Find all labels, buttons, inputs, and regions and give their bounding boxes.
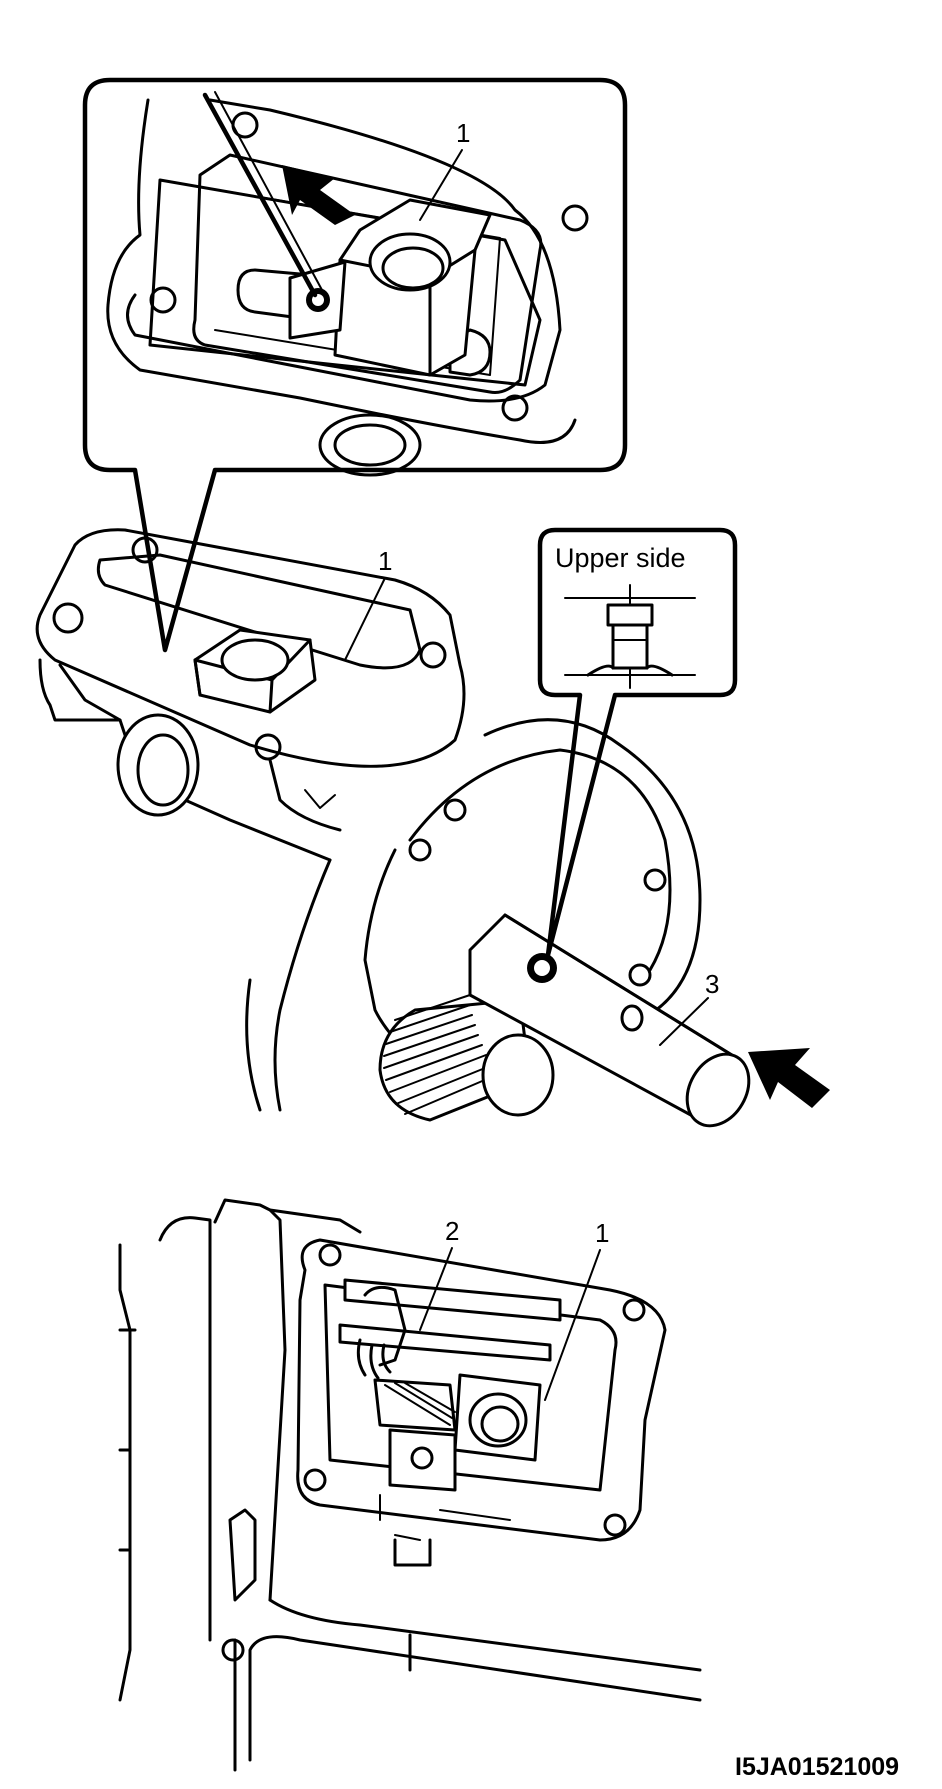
inset-frame [82, 77, 628, 653]
bell-housing-ring [483, 718, 702, 1022]
installed-view: 2 1 [118, 1198, 702, 1772]
bell-housing-inner [408, 748, 672, 972]
inset-bolt-hole [561, 204, 589, 232]
inset-housing-outline [106, 98, 577, 444]
leader-3 [659, 997, 709, 1046]
block-bore [220, 638, 290, 682]
bell-bolt-hole [443, 798, 467, 822]
case-side-boss [116, 713, 200, 817]
inset-block-bore [368, 232, 452, 292]
spring-pin-part-2 [363, 1285, 407, 1367]
bottom-case-top [268, 1208, 362, 1234]
detail-frame [537, 527, 738, 958]
callout-3: 3 [705, 969, 719, 999]
inset-shaft-left [236, 268, 302, 320]
magnified-inset: 1 [82, 77, 628, 653]
callout-1-top: 1 [378, 546, 392, 576]
leader-2 [419, 1247, 453, 1331]
detail-label-bg [548, 536, 728, 576]
tool-top-edge [503, 913, 742, 1062]
upper-side-detail: Upper side [537, 527, 738, 958]
inset-bolt-hole [501, 394, 529, 422]
bell-housing-outer [273, 858, 332, 1112]
case-body-rib [268, 758, 342, 832]
figure-id: I5JA01521009 [735, 1753, 899, 1781]
bottom-case-lower [268, 1598, 702, 1672]
inset-direction-arrow-icon [282, 165, 355, 225]
tool-vent-hole [620, 1004, 644, 1032]
case-top-opening [96, 553, 422, 670]
leader-1-inset [419, 149, 463, 221]
case-body-side [58, 663, 122, 722]
bottom-detail-lines [379, 1494, 511, 1541]
case-bolt-hole [52, 602, 84, 634]
push-direction-arrow-icon [748, 1048, 830, 1108]
detail-hole-flare [586, 664, 674, 677]
bell-housing-rim [245, 978, 262, 1112]
bottom-block-bore-inner [480, 1405, 520, 1443]
detail-label: Upper side [555, 543, 686, 573]
inset-lower-boss [318, 413, 422, 477]
case-side-boss-inner [136, 733, 190, 807]
bell-bolt-hole [643, 868, 667, 892]
inset-lower-boss-inner [333, 423, 407, 467]
shift-rail [338, 1323, 552, 1362]
bottom-case-bolt [221, 1638, 245, 1662]
bottom-case-wall-2 [213, 1198, 287, 1602]
inset-gasket-flange [126, 98, 562, 403]
shaft-end [481, 1033, 555, 1117]
tool-end-face [685, 1052, 751, 1128]
inset-bolt-hole [149, 286, 177, 314]
bottom-collar-hole [410, 1446, 434, 1470]
inset-block-bore-inner [381, 246, 445, 290]
bottom-case-rib [228, 1508, 257, 1602]
bell-bolt-hole [408, 838, 432, 862]
callout-1-inset: 1 [456, 118, 470, 148]
leader-1-bottom [544, 1249, 601, 1401]
leader-1-top [344, 577, 386, 661]
shift-fork-hatch [384, 1382, 456, 1426]
inset-recess [192, 153, 543, 394]
bottom-cover-bolt [622, 1298, 646, 1322]
case-bolt-hole [419, 641, 447, 669]
shaft-splines [383, 994, 495, 1115]
case-bolt-hole [254, 733, 282, 761]
callout-2: 2 [445, 1216, 459, 1246]
inset-pin-punch [202, 92, 318, 298]
bottom-cover-bolt [318, 1243, 342, 1267]
bottom-case-edge [118, 1328, 137, 1552]
bottom-case-lower-2 [248, 1635, 702, 1762]
case-top-flange [35, 528, 466, 768]
detail-pin-body [611, 623, 649, 670]
detail-pin-head [606, 603, 654, 627]
main-assembly-view: 3 1 [35, 528, 830, 1128]
case-bolt-hole [131, 536, 159, 564]
block-edge [193, 658, 202, 697]
bottom-cover-bolt [303, 1468, 327, 1492]
spring-pin-coil [356, 1338, 392, 1380]
tool-threaded-hole-ring [534, 960, 550, 976]
shift-rail [343, 1278, 562, 1322]
bottom-case-outline [118, 1243, 132, 1702]
bottom-cover-flange [296, 1238, 667, 1542]
bottom-collar [388, 1428, 457, 1492]
inset-pin-punch-edge [214, 91, 323, 291]
bottom-case-wall [158, 1216, 212, 1642]
bottom-cover-flange-inner [323, 1283, 618, 1492]
bottom-cover-bolt [603, 1513, 627, 1537]
callout-1-bottom: 1 [595, 1218, 609, 1248]
bell-bolt-hole [628, 963, 652, 987]
case-body-detail [304, 789, 336, 809]
bottom-gear-teeth [393, 1538, 432, 1567]
